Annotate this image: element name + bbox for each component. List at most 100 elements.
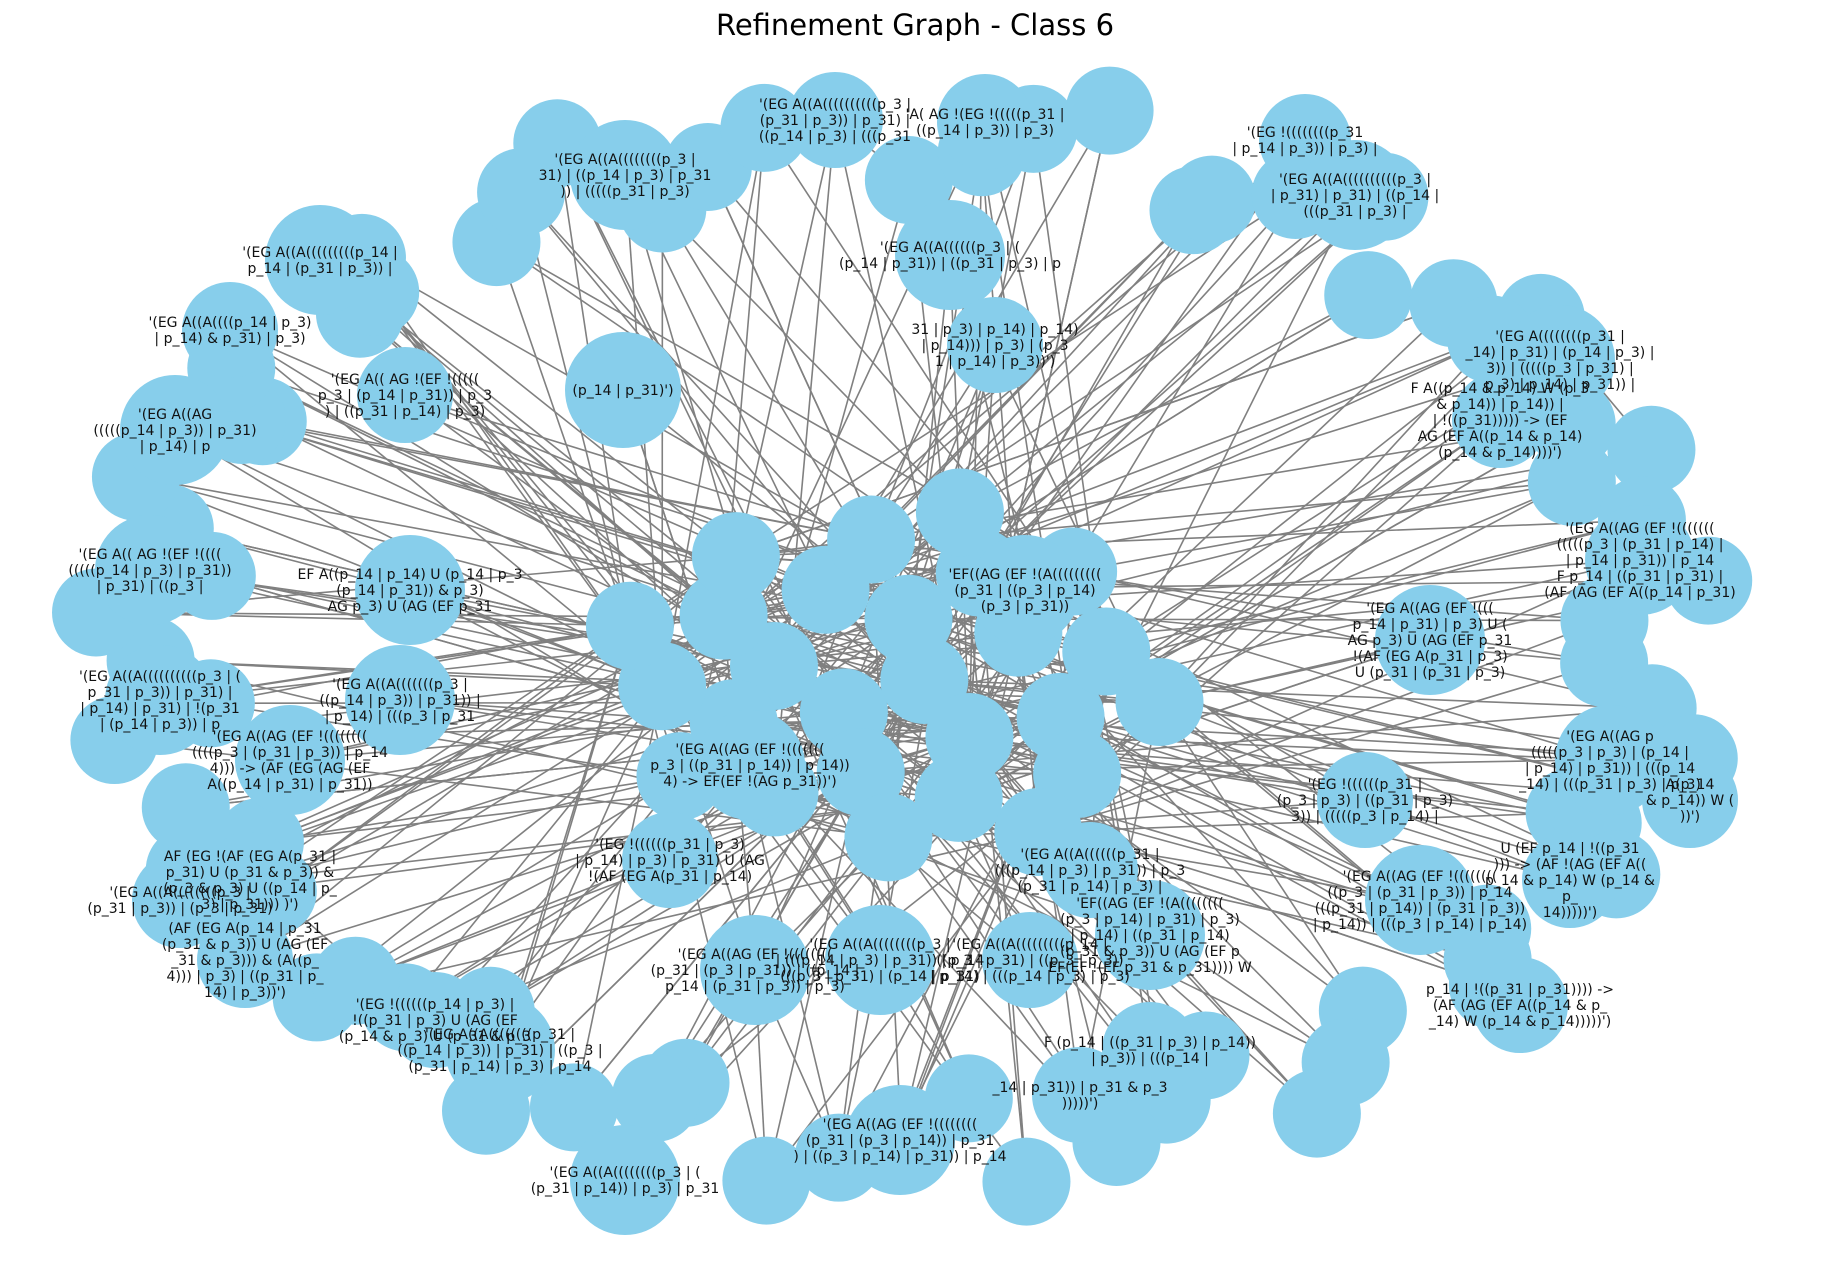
node-label-n23: _14 | p_31)) | p_31 & p_3)))))') bbox=[992, 1080, 1168, 1112]
node-label-n3: '(EG A((A((((((((p_3 |31) | ((p_14 | p_3… bbox=[539, 152, 712, 200]
node-label-n31: '(EG A((AG (EF !((((((((((((p_3 | (p_31 … bbox=[192, 729, 388, 793]
graph-edge bbox=[319, 259, 1039, 833]
graph-node-center bbox=[827, 495, 916, 584]
node-label-n30: '(EG A((A(((((((p_3 |((p_14 | p_3)) | p_… bbox=[319, 677, 480, 725]
node-label-n34: '(EG A((AG (EF !(((((((((p_31 | (p_3 | p… bbox=[651, 947, 860, 995]
node-label-n16: '(EG A((AG (EF !((((((((((((p_3 | (p_31 … bbox=[1544, 521, 1735, 601]
graph-node-n19 bbox=[1555, 705, 1665, 815]
graph-node bbox=[611, 1053, 700, 1142]
node-label-n2: 'A( AG !(EG !(((((p_31 |((p_14 | p_3)) |… bbox=[906, 107, 1065, 139]
node-label-n37: '(EG A((A(((((((((p_14 |((p_3 | p_31) | … bbox=[930, 937, 1130, 985]
graph-edge bbox=[169, 527, 775, 667]
graph-node-n12 bbox=[947, 297, 1043, 393]
graph-edge bbox=[888, 481, 1573, 839]
graph-node bbox=[720, 83, 809, 172]
node-label-n44: '(EG A(( AG !(EF !(((((p_3 | (p_14 | p_3… bbox=[318, 372, 492, 420]
node-label-n15: '(EG A((((((((p_31 |_14) | p_31) | (p_14… bbox=[1465, 329, 1655, 393]
node-label-n36: '(EG A((A((((((((p_3 || (((p_14 | p_3) |… bbox=[776, 937, 985, 985]
node-label-n9: (p_14 | p_31)') bbox=[572, 383, 673, 399]
graph-edge bbox=[959, 512, 1028, 1182]
graph-node bbox=[1167, 155, 1256, 244]
graph-node-n24 bbox=[1472, 957, 1568, 1053]
graph-node bbox=[1324, 251, 1413, 340]
graph-edge bbox=[149, 569, 1078, 775]
graph-edge bbox=[272, 625, 631, 893]
graph-node-n15 bbox=[1505, 305, 1615, 415]
graph-edge bbox=[404, 791, 775, 1009]
graph-node-n43 bbox=[387, 972, 483, 1068]
graph-edge bbox=[661, 207, 961, 513]
graph-edge bbox=[259, 571, 981, 843]
graph-edge bbox=[1038, 662, 1605, 833]
node-label-n5: '(EG A((A((((((((((p_3 || p_31) | p_31) … bbox=[1271, 172, 1440, 220]
node-label-n24: p_14 | !((p_31 | p_31)))) ->(AF (AG (EF … bbox=[1426, 982, 1614, 1030]
graph-node-n18 bbox=[1317, 752, 1413, 848]
graph-node-n36 bbox=[825, 905, 935, 1015]
graph-node-center bbox=[691, 512, 780, 601]
graph-node bbox=[1527, 437, 1616, 526]
graph-edge bbox=[1106, 519, 1643, 653]
graph-edge bbox=[979, 199, 1213, 574]
graph-node-center bbox=[844, 793, 933, 882]
graph-node-n33 bbox=[570, 1125, 680, 1235]
graph-edge bbox=[361, 257, 1019, 634]
graph-edge bbox=[900, 716, 1062, 1131]
graph-edge bbox=[241, 419, 872, 541]
graph-edge bbox=[361, 257, 737, 557]
node-label-n21: (AF (EG A(p_14 | p_31(p_31 & p_3)) U (AG… bbox=[162, 921, 328, 1001]
graph-node-n3 bbox=[570, 120, 680, 230]
graph-node bbox=[864, 136, 953, 225]
graph-node-n23 bbox=[1032, 1047, 1128, 1143]
graph-node-center bbox=[914, 753, 1003, 842]
graph-edge bbox=[723, 614, 1571, 881]
node-label-n20: AF (EG !(AF (EG A(p_31 |p_31) U (p_31 & … bbox=[163, 849, 338, 913]
graph-node-n29 bbox=[355, 535, 465, 645]
graph-node bbox=[1065, 66, 1154, 155]
graph-edge bbox=[1072, 481, 1572, 573]
graph-edge bbox=[249, 625, 631, 881]
graph-node-n17 bbox=[1365, 845, 1475, 955]
graph-edge bbox=[622, 389, 735, 724]
graph-node-center bbox=[585, 581, 674, 670]
graph-edge bbox=[773, 665, 970, 1099]
graph-node-n32 bbox=[132, 852, 228, 948]
graph-title: Refinement Graph - Class 6 bbox=[715, 8, 1115, 42]
label-layer: '(EG A((A((((((((((p_3 |(p_31 | p_3)) | … bbox=[68, 97, 1735, 1197]
graph-node-n37 bbox=[982, 912, 1078, 1008]
node-label-n27: '(EG A(( AG !(EF !(((((((((p_14 | p_3) |… bbox=[68, 547, 231, 595]
graph-node-center bbox=[864, 574, 953, 663]
graph-edge bbox=[978, 572, 1028, 1182]
graph-node bbox=[1272, 1069, 1361, 1158]
graph-node bbox=[141, 763, 230, 852]
graph-node-n6 bbox=[265, 205, 375, 315]
graph-edge bbox=[959, 294, 1369, 514]
graph-node-n10 bbox=[970, 535, 1080, 645]
graph-node-center bbox=[915, 468, 1004, 557]
graph-node-n28 bbox=[105, 645, 215, 755]
graph-node-n27 bbox=[95, 515, 205, 625]
graph-node-n1 bbox=[787, 72, 883, 168]
graph-edge bbox=[272, 538, 872, 893]
node-label-n11: '(EG A((A((((((p_3 | ((p_14 | p_31)) | (… bbox=[839, 240, 1061, 272]
graph-edge bbox=[661, 338, 1492, 687]
node-label-n28: '(EG A((A((((((((((p_3 | (p_31 | p_3)) |… bbox=[79, 669, 241, 733]
graph-node-n25 bbox=[1522, 832, 1618, 928]
node-label-n8: '(EG A((AG(((((p_14 | p_3)) | p_31)| p_1… bbox=[93, 407, 256, 455]
graph-node-n21 bbox=[197, 912, 293, 1008]
node-label-n13: F A((p_14 & p_14) W (p_3& p_14)) | p_14)… bbox=[1411, 381, 1590, 461]
graph-edge bbox=[1038, 619, 1605, 833]
graph-node-n30 bbox=[345, 645, 455, 755]
graph-node-n11 bbox=[895, 200, 1005, 310]
graph-edge bbox=[1072, 570, 1653, 710]
node-label-n38: '(EG A((AG (EF !(((((((p_3 | ((p_31 | p_… bbox=[650, 742, 850, 790]
node-label-n6: '(EG A((A(((((((((p_14 |p_14 | (p_31 | p… bbox=[242, 245, 398, 277]
graph-node-n39 bbox=[1095, 880, 1205, 990]
graph-node-n31 bbox=[235, 705, 345, 815]
graph-edge bbox=[773, 194, 1356, 667]
node-label-n42: '(EG A((A((((((p_31 |(((p_14 | p_3) | p_… bbox=[995, 847, 1186, 895]
node-label-n35: '(EG !((((((p_31 | p_3)| p_14) | p_3) | … bbox=[575, 837, 765, 885]
node-label-n40: '(EG A((A((((((((p_31 |((p_14 | p_3)) | … bbox=[397, 1027, 602, 1075]
graph-node-n2 bbox=[937, 74, 1033, 170]
graph-node-n7 bbox=[182, 282, 278, 378]
graph-node-n41 bbox=[845, 1085, 955, 1195]
